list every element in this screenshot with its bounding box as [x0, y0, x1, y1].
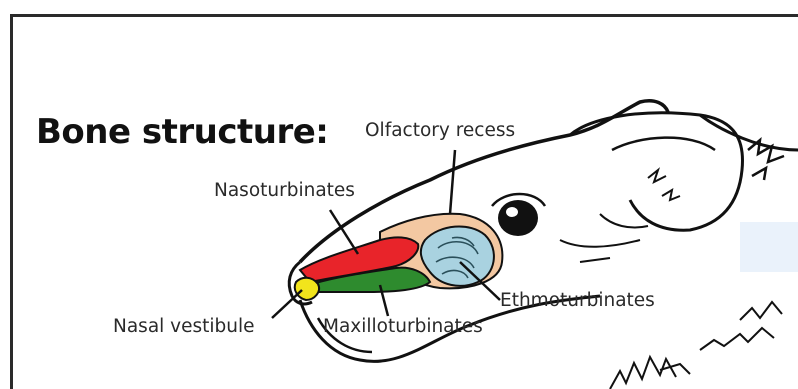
cheek-lines: [560, 214, 648, 262]
nasal-vestibule-region: [295, 278, 319, 300]
label-maxilloturbinates: Maxilloturbinates: [323, 316, 483, 337]
fur-strokes-bottom: [610, 302, 782, 389]
leader-nasal-vestibule: [272, 290, 302, 318]
label-ethmoturbinates: Ethmoturbinates: [500, 290, 655, 311]
label-nasal-vestibule: Nasal vestibule: [113, 316, 255, 337]
rat-eye: [498, 200, 538, 236]
label-olfactory-recess: Olfactory recess: [365, 120, 515, 141]
leader-olfactory-recess: [450, 150, 455, 214]
rat-eye-highlight: [506, 207, 518, 217]
label-nasoturbinates: Nasoturbinates: [214, 180, 355, 201]
diagram-title: Bone structure:: [36, 112, 328, 152]
